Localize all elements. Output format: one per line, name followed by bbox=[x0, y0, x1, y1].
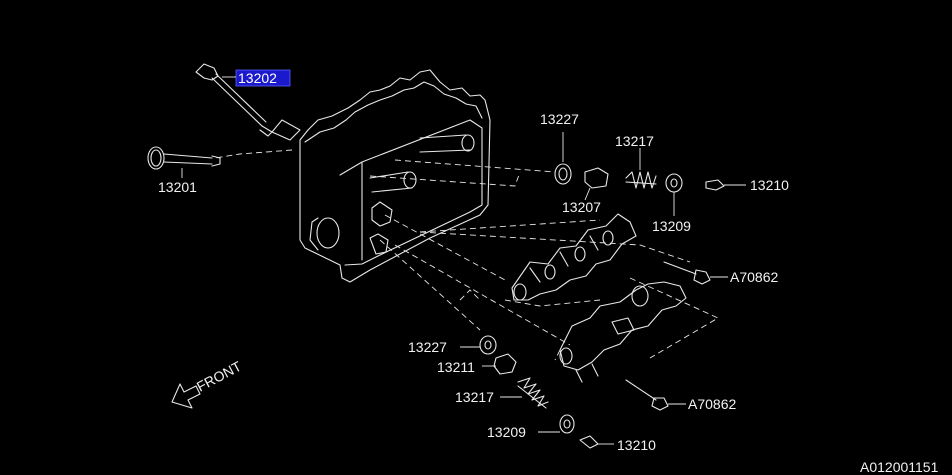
label-13210-upper[interactable]: 13210 bbox=[724, 177, 789, 193]
intake-valve-13201[interactable] bbox=[147, 146, 221, 170]
retainer-13209-lower[interactable] bbox=[559, 414, 575, 434]
front-arrow-icon bbox=[171, 383, 201, 409]
cotter-13210-lower[interactable] bbox=[579, 435, 599, 449]
label-13209-lower[interactable]: 13209 bbox=[487, 424, 560, 440]
cylinder-head-drawing bbox=[271, 69, 491, 283]
rocker-arm-assembly-upper[interactable] bbox=[511, 213, 637, 301]
svg-text:A70862: A70862 bbox=[730, 269, 778, 285]
label-13211[interactable]: 13211 bbox=[437, 359, 496, 375]
label-13217-upper[interactable]: 13217 bbox=[615, 133, 654, 170]
label-13217-lower[interactable]: 13217 bbox=[455, 389, 522, 405]
rocker-arm-assembly-lower[interactable] bbox=[559, 281, 687, 383]
svg-text:13227: 13227 bbox=[540, 111, 579, 127]
label-13209-upper[interactable]: 13209 bbox=[652, 192, 691, 234]
label-A70862-upper[interactable]: A70862 bbox=[710, 269, 778, 285]
figure-code: A012001151 bbox=[860, 459, 939, 475]
adjuster-13211[interactable] bbox=[493, 353, 517, 375]
label-13227-lower[interactable]: 13227 bbox=[408, 339, 480, 355]
svg-text:13211: 13211 bbox=[437, 359, 475, 375]
svg-text:13227: 13227 bbox=[408, 339, 447, 355]
exhaust-valve-13202[interactable] bbox=[195, 63, 273, 137]
valve-spring-13217-lower[interactable] bbox=[517, 377, 549, 409]
svg-text:13207: 13207 bbox=[562, 199, 601, 215]
label-13207[interactable]: 13207 bbox=[562, 187, 601, 215]
svg-text:13217: 13217 bbox=[455, 389, 494, 405]
seal-ring-13227-upper[interactable] bbox=[554, 163, 572, 185]
retainer-13209-upper[interactable] bbox=[665, 173, 683, 193]
front-label: FRONT bbox=[194, 358, 244, 395]
svg-text:A70862: A70862 bbox=[688, 396, 736, 412]
svg-text:13209: 13209 bbox=[487, 424, 526, 440]
dashed-assembly-lines bbox=[214, 149, 719, 361]
svg-text:13210: 13210 bbox=[750, 177, 789, 193]
seal-ring-13227-lower[interactable] bbox=[479, 335, 497, 355]
label-13201[interactable]: 13201 bbox=[158, 168, 197, 195]
label-A70862-lower[interactable]: A70862 bbox=[668, 396, 736, 412]
highlight-box bbox=[235, 69, 291, 87]
label-13202[interactable]: 13202 bbox=[222, 69, 291, 87]
svg-text:13209: 13209 bbox=[652, 218, 691, 234]
svg-text:13217: 13217 bbox=[615, 133, 654, 149]
lash-adjuster-13207[interactable] bbox=[584, 167, 609, 189]
label-13210-lower[interactable]: 13210 bbox=[598, 437, 656, 453]
svg-text:13210: 13210 bbox=[617, 437, 656, 453]
front-direction-indicator: FRONT bbox=[171, 358, 244, 409]
label-13227-upper[interactable]: 13227 bbox=[540, 111, 579, 162]
bolt-A70862-lower[interactable] bbox=[625, 379, 669, 411]
cotter-13210-upper[interactable] bbox=[705, 179, 725, 191]
bolt-A70862-upper[interactable] bbox=[663, 261, 711, 285]
valve-spring-13217-upper[interactable] bbox=[625, 171, 657, 189]
svg-text:13202: 13202 bbox=[238, 70, 277, 86]
svg-text:13201: 13201 bbox=[158, 179, 197, 195]
